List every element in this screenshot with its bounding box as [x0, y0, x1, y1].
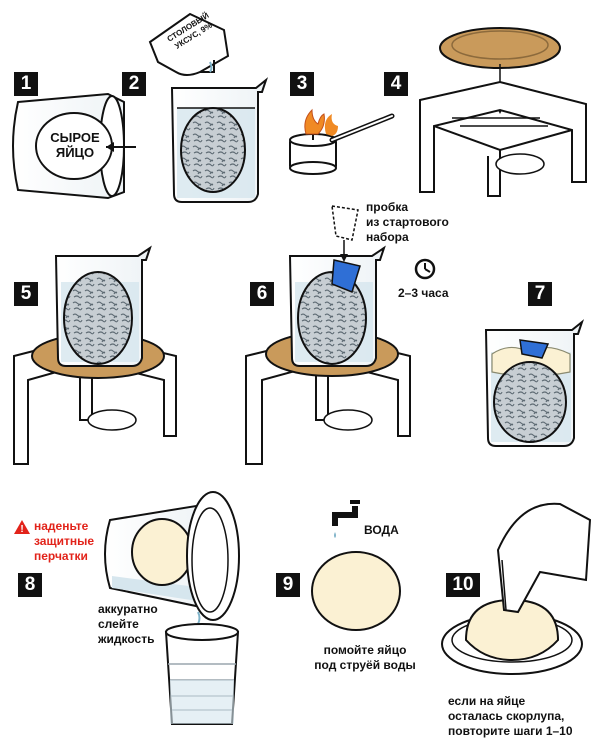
water-tap-icon [332, 500, 360, 538]
wash-instruction: помойте яйцо под струёй воды [310, 643, 420, 673]
gloves-warning-line1: наденьте [34, 519, 89, 533]
pour-instruction-line3: жидкость [98, 632, 155, 646]
svg-text:!: ! [20, 524, 23, 535]
warning-icon: ! [14, 520, 30, 535]
raw-egg-label-line1: СЫРОЕ [50, 130, 100, 145]
cork-label-line3: набора [366, 230, 409, 244]
step-number-1: 1 [14, 72, 38, 96]
step-number-9: 9 [276, 573, 300, 597]
step5-setup [13, 245, 177, 465]
step-number-2: 2 [122, 72, 146, 96]
pour-instruction-line1: аккуратно [98, 602, 158, 616]
cork-label-line1: пробка [366, 200, 408, 214]
step-number-5: 5 [14, 282, 38, 306]
step-number-3: 3 [290, 72, 314, 96]
gloves-warning-line2: защитные [34, 534, 95, 548]
pour-instruction: аккуратно слейте жидкость [98, 602, 158, 647]
raw-egg-label-line2: ЯЙЦО [55, 145, 95, 160]
step4-stand [419, 27, 587, 197]
vinegar-bottle [148, 12, 230, 76]
wash-instruction-line1: помойте яйцо [323, 643, 407, 657]
cork-label: пробка из стартового набора [366, 200, 449, 245]
step-number-8: 8 [18, 573, 42, 597]
step1-cup [12, 92, 136, 200]
step7-beaker [484, 319, 585, 447]
cork-label-line2: из стартового [366, 215, 449, 229]
repeat-instruction-line2: осталась скорлупа, [448, 709, 565, 723]
gloves-warning-line3: перчатки [34, 549, 88, 563]
step3-candle [289, 108, 395, 175]
step2-beaker [170, 77, 269, 203]
duration-label: 2–3 часа [398, 286, 449, 300]
step6-setup [245, 205, 436, 465]
step9-egg [311, 551, 401, 631]
wash-instruction-line2: под струёй воды [314, 658, 416, 672]
repeat-instruction-line1: если на яйце [448, 694, 526, 708]
step10-egg-plate [441, 502, 592, 675]
step-number-7: 7 [528, 282, 552, 306]
repeat-instruction: если на яйце осталась скорлупа, повторит… [448, 694, 573, 739]
step8-pour [104, 491, 240, 725]
pour-instruction-line2: слейте [98, 617, 139, 631]
raw-egg-label: СЫРОЕ ЯЙЦО [48, 130, 102, 160]
water-label: ВОДА [364, 523, 399, 537]
step-number-4: 4 [384, 72, 408, 96]
gloves-warning: наденьте защитные перчатки [34, 519, 94, 564]
step-number-10: 10 [446, 573, 480, 597]
step-number-6: 6 [250, 282, 274, 306]
repeat-instruction-line3: повторите шаги 1–10 [448, 724, 573, 738]
